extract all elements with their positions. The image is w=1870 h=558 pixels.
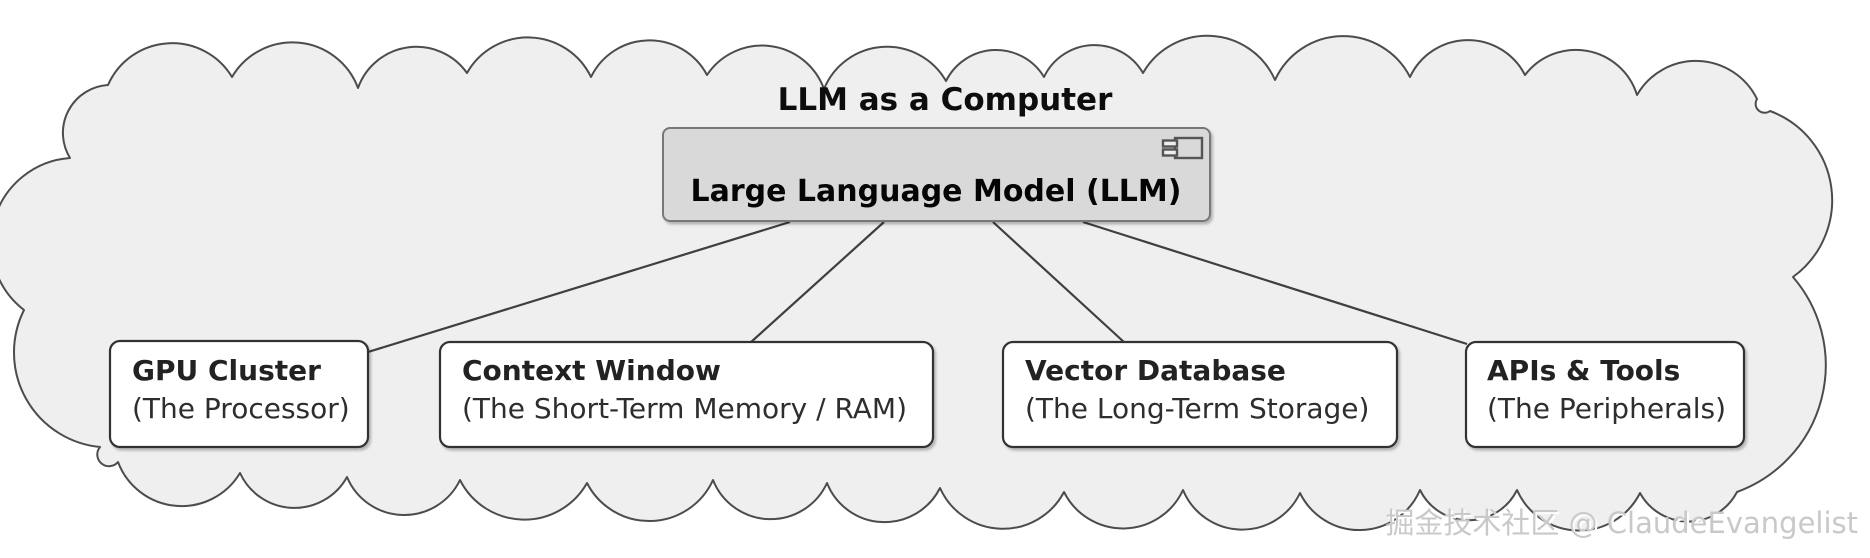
node-vectordb-box: [1001, 340, 1399, 449]
uml-component-icon: [1161, 136, 1204, 160]
edge-llm-to-gpu: [367, 220, 791, 354]
node-apis: APIs & Tools (The Peripherals): [1464, 340, 1746, 449]
node-llm-box: [662, 127, 1211, 222]
edge-llm-to-vectordb: [992, 221, 1126, 344]
node-gpu-box: [108, 339, 370, 449]
node-vectordb-subtitle: (The Long-Term Storage): [1025, 392, 1369, 425]
edge-llm-to-context: [749, 221, 885, 344]
edge-group: [367, 220, 1468, 354]
node-gpu: GPU Cluster (The Processor): [108, 339, 370, 449]
watermark-shadow: 掘金技术社区 @ ClaudeEvangelist: [1387, 508, 1860, 542]
watermark: 掘金技术社区 @ ClaudeEvangelist: [1385, 506, 1858, 540]
node-gpu-title: GPU Cluster: [132, 354, 321, 387]
node-context-box: [438, 340, 935, 449]
node-context-subtitle: (The Short-Term Memory / RAM): [462, 392, 907, 425]
node-gpu-subtitle: (The Processor): [132, 392, 350, 425]
node-context-title: Context Window: [462, 354, 721, 387]
node-context: Context Window (The Short-Term Memory / …: [438, 340, 935, 449]
node-llm: Large Language Model (LLM): [662, 127, 1211, 222]
node-vectordb-title: Vector Database: [1025, 354, 1286, 387]
edge-llm-to-apis: [1082, 220, 1468, 346]
node-vectordb: Vector Database (The Long-Term Storage): [1001, 340, 1399, 449]
node-apis-box: [1464, 340, 1746, 449]
node-llm-label: Large Language Model (LLM): [690, 174, 1181, 209]
diagram-title: LLM as a Computer: [778, 82, 1113, 118]
node-apis-subtitle: (The Peripherals): [1487, 392, 1726, 425]
node-apis-title: APIs & Tools: [1487, 354, 1680, 387]
